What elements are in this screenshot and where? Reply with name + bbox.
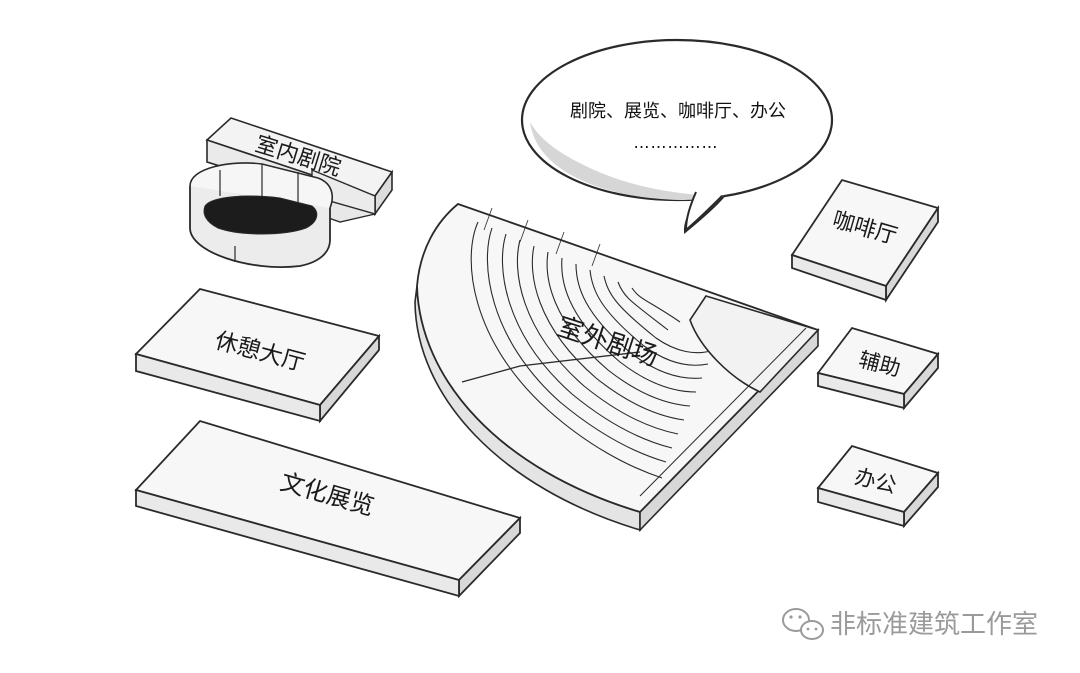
block-indoor-theater: 室内剧院 [189,117,394,268]
bubble-line-2: …………… [634,133,719,152]
wechat-icon [782,608,824,640]
watermark: 非标准建筑工作室 [782,608,1038,640]
block-cafe: 咖啡厅 [790,178,940,303]
speech-bubble: 剧院、展览、咖啡厅、办公 …………… [520,38,834,234]
watermark-text: 非标准建筑工作室 [830,610,1038,640]
block-outdoor-theater: 室外剧场 [414,202,820,532]
block-rest-hall: 休憩大厅 [134,287,381,424]
block-culture-exhibition: 文化展览 [134,419,522,599]
block-auxiliary: 辅助 [816,326,940,411]
block-office: 办公 [816,444,940,529]
bubble-line-1: 剧院、展览、咖啡厅、办公 [570,101,786,122]
